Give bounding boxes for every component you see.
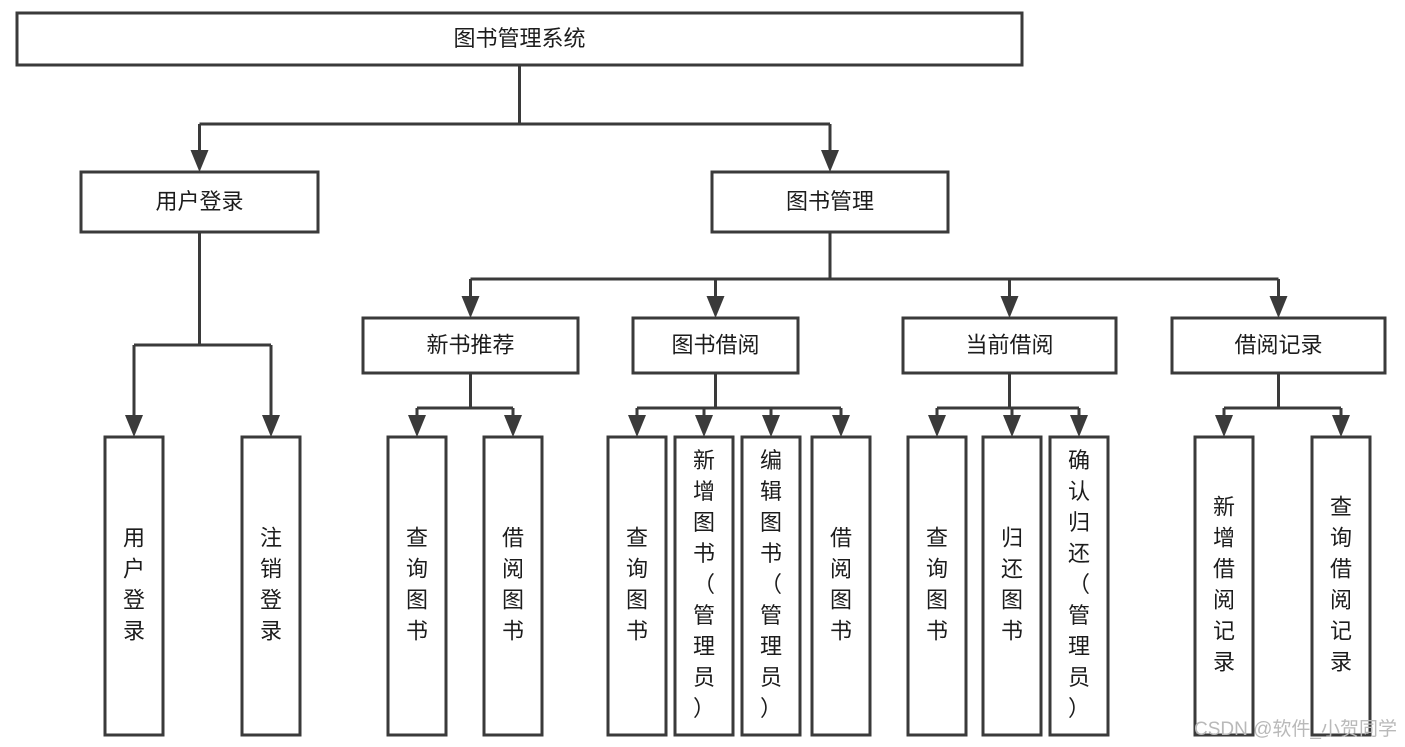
edge-group-root [190, 65, 839, 172]
node-box[interactable] [361, 316, 580, 375]
node-label: 查询借阅记录 [1330, 494, 1352, 674]
node-label: 用户登录 [123, 525, 145, 643]
node-leaf-borrow-book-2[interactable]: 借阅图书 [810, 435, 872, 737]
node-leaf-query-book-2[interactable]: 查询图书 [606, 435, 668, 737]
arrow-head-icon [628, 415, 646, 437]
arrow-head-icon [504, 415, 522, 437]
node-box[interactable] [810, 435, 872, 737]
arrow-head-icon [262, 415, 280, 437]
node-newbook[interactable]: 新书推荐 [361, 316, 580, 375]
node-label: 当前借阅 [965, 332, 1053, 357]
edges-layer [125, 65, 1350, 437]
arrow-head-icon [821, 150, 839, 172]
node-box[interactable] [79, 170, 320, 234]
node-box[interactable] [482, 435, 544, 737]
node-leaf-edit-book[interactable]: 编辑图书（管理员） [740, 435, 802, 737]
node-record[interactable]: 借阅记录 [1170, 316, 1387, 375]
node-label: 借阅记录 [1234, 332, 1322, 357]
node-label: 新增图书（管理员） [693, 448, 715, 721]
node-label: 编辑图书（管理员） [760, 448, 782, 721]
node-box[interactable] [1048, 435, 1110, 737]
node-label: 确认归还（管理员） [1068, 448, 1090, 721]
node-current[interactable]: 当前借阅 [901, 316, 1118, 375]
arrow-head-icon [1003, 415, 1021, 437]
arrow-head-icon [408, 415, 426, 437]
node-root[interactable]: 图书管理系统 [15, 11, 1024, 67]
node-box[interactable] [906, 435, 968, 737]
node-leaf-query-book-1[interactable]: 查询图书 [386, 435, 448, 737]
node-label: 图书管理 [786, 189, 874, 214]
node-label: 借阅图书 [502, 525, 524, 643]
edge-group-record [1215, 373, 1350, 437]
node-bookmgmt[interactable]: 图书管理 [710, 170, 950, 234]
node-box[interactable] [606, 435, 668, 737]
arrow-head-icon [1215, 415, 1233, 437]
node-label: 新书推荐 [426, 332, 514, 357]
nodes-layer: 图书管理系统用户登录图书管理新书推荐图书借阅当前借阅借阅记录用户登录注销登录查询… [15, 11, 1387, 737]
node-label: 查询图书 [626, 525, 648, 643]
arrow-head-icon [1269, 296, 1288, 318]
node-borrow[interactable]: 图书借阅 [631, 316, 800, 375]
node-box[interactable] [631, 316, 800, 375]
arrow-head-icon [125, 415, 143, 437]
arrow-head-icon [1000, 296, 1019, 318]
node-label: 查询图书 [406, 525, 428, 643]
node-leaf-confirm-return[interactable]: 确认归还（管理员） [1048, 435, 1110, 737]
arrow-head-icon [706, 296, 725, 318]
node-leaf-query-record[interactable]: 查询借阅记录 [1310, 435, 1372, 737]
node-box[interactable] [710, 170, 950, 234]
node-leaf-add-record[interactable]: 新增借阅记录 [1193, 435, 1255, 737]
node-box[interactable] [981, 435, 1043, 737]
node-box[interactable] [240, 435, 302, 737]
arrow-head-icon [1070, 415, 1088, 437]
node-label: 图书借阅 [671, 332, 759, 357]
node-label: 注销登录 [260, 525, 282, 643]
node-leaf-return-book[interactable]: 归还图书 [981, 435, 1043, 737]
node-leaf-user-logout[interactable]: 注销登录 [240, 435, 302, 737]
node-box[interactable] [740, 435, 802, 737]
edge-group-newbook [408, 373, 522, 437]
node-box[interactable] [901, 316, 1118, 375]
node-login[interactable]: 用户登录 [79, 170, 320, 234]
node-leaf-user-login[interactable]: 用户登录 [103, 435, 165, 737]
node-leaf-borrow-book-1[interactable]: 借阅图书 [482, 435, 544, 737]
arrow-head-icon [461, 296, 480, 318]
edge-group-bookmgmt [461, 232, 1288, 318]
arrow-head-icon [928, 415, 946, 437]
arrow-head-icon [832, 415, 850, 437]
arrow-head-icon [762, 415, 780, 437]
node-box[interactable] [1170, 316, 1387, 375]
arrow-head-icon [695, 415, 713, 437]
node-box[interactable] [386, 435, 448, 737]
node-box[interactable] [15, 11, 1024, 67]
edge-group-borrow [628, 373, 850, 437]
node-label: 归还图书 [1001, 525, 1023, 643]
node-box[interactable] [103, 435, 165, 737]
node-box[interactable] [673, 435, 735, 737]
node-leaf-query-book-3[interactable]: 查询图书 [906, 435, 968, 737]
edge-group-current [928, 373, 1088, 437]
edge-group-login [125, 232, 280, 437]
node-box[interactable] [1193, 435, 1255, 737]
arrow-head-icon [190, 150, 209, 172]
node-leaf-add-book[interactable]: 新增图书（管理员） [673, 435, 735, 737]
node-label: 图书管理系统 [453, 26, 585, 51]
node-label: 借阅图书 [830, 525, 852, 643]
node-label: 用户登录 [155, 189, 243, 214]
node-label: 查询图书 [926, 525, 948, 643]
arrow-head-icon [1332, 415, 1350, 437]
node-label: 新增借阅记录 [1213, 494, 1235, 674]
node-box[interactable] [1310, 435, 1372, 737]
